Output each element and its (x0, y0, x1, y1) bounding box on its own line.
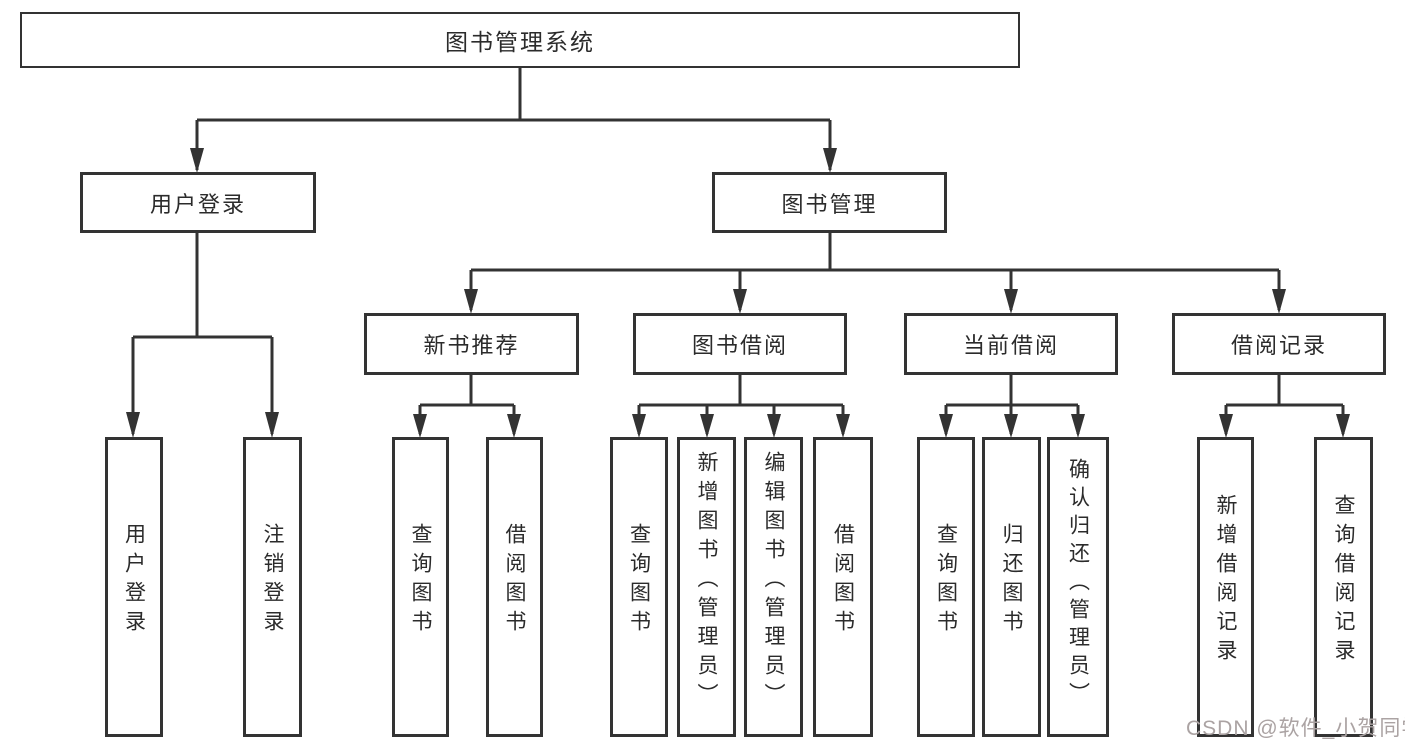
arrowhead (413, 414, 427, 438)
leaf-logout: 注销登录 (243, 437, 302, 737)
leaf-bb-query-books: 查询图书 (610, 437, 668, 737)
leaf-bb-edit-books-admin: 编辑图书（管理员） (744, 437, 803, 737)
leaf-cb-query-books: 查询图书 (917, 437, 975, 737)
node-book-management: 图书管理 (712, 172, 947, 233)
arrowhead (464, 289, 478, 314)
arrowhead (126, 412, 140, 438)
arrowhead (767, 414, 781, 438)
leaf-user-login: 用户登录 (105, 437, 163, 737)
arrowhead (733, 289, 747, 314)
connector-root (190, 68, 837, 173)
arrowhead (1004, 289, 1018, 314)
connector-current-borrow (939, 375, 1085, 438)
node-book-borrow: 图书借阅 (633, 313, 847, 375)
leaf-nb-query-books: 查询图书 (392, 437, 449, 737)
arrowhead (265, 412, 279, 438)
arrowhead (507, 414, 521, 438)
arrowhead (823, 148, 837, 173)
node-new-book-recommend: 新书推荐 (364, 313, 579, 375)
node-library-system: 图书管理系统 (20, 12, 1020, 68)
arrowhead (1272, 289, 1286, 314)
connector-book-borrow (632, 375, 850, 438)
arrowhead (190, 148, 204, 173)
csdn-watermark: CSDN @软件_小贺同学 (1186, 717, 1405, 740)
arrowhead (700, 414, 714, 438)
leaf-bb-borrow-books: 借阅图书 (813, 437, 873, 737)
leaf-cb-confirm-return-admin: 确认归还（管理员） (1047, 437, 1109, 737)
arrowhead (1004, 414, 1018, 438)
arrowhead (1336, 414, 1350, 438)
leaf-bb-add-books-admin: 新增图书（管理员） (677, 437, 736, 737)
arrowhead (632, 414, 646, 438)
connector-user-login (126, 233, 279, 438)
leaf-nb-borrow-books: 借阅图书 (486, 437, 543, 737)
arrowhead (939, 414, 953, 438)
leaf-br-add-record: 新增借阅记录 (1197, 437, 1254, 737)
connector-borrow-records (1219, 375, 1350, 438)
node-borrow-records: 借阅记录 (1172, 313, 1386, 375)
leaf-br-query-record: 查询借阅记录 (1314, 437, 1373, 737)
connector-book-management (464, 233, 1286, 314)
arrowhead (1219, 414, 1233, 438)
leaf-cb-return-books: 归还图书 (982, 437, 1041, 737)
arrowhead (836, 414, 850, 438)
arrowhead (1071, 414, 1085, 438)
connector-new-book-recommend (413, 375, 521, 438)
node-current-borrow: 当前借阅 (904, 313, 1118, 375)
node-user-login: 用户登录 (80, 172, 316, 233)
